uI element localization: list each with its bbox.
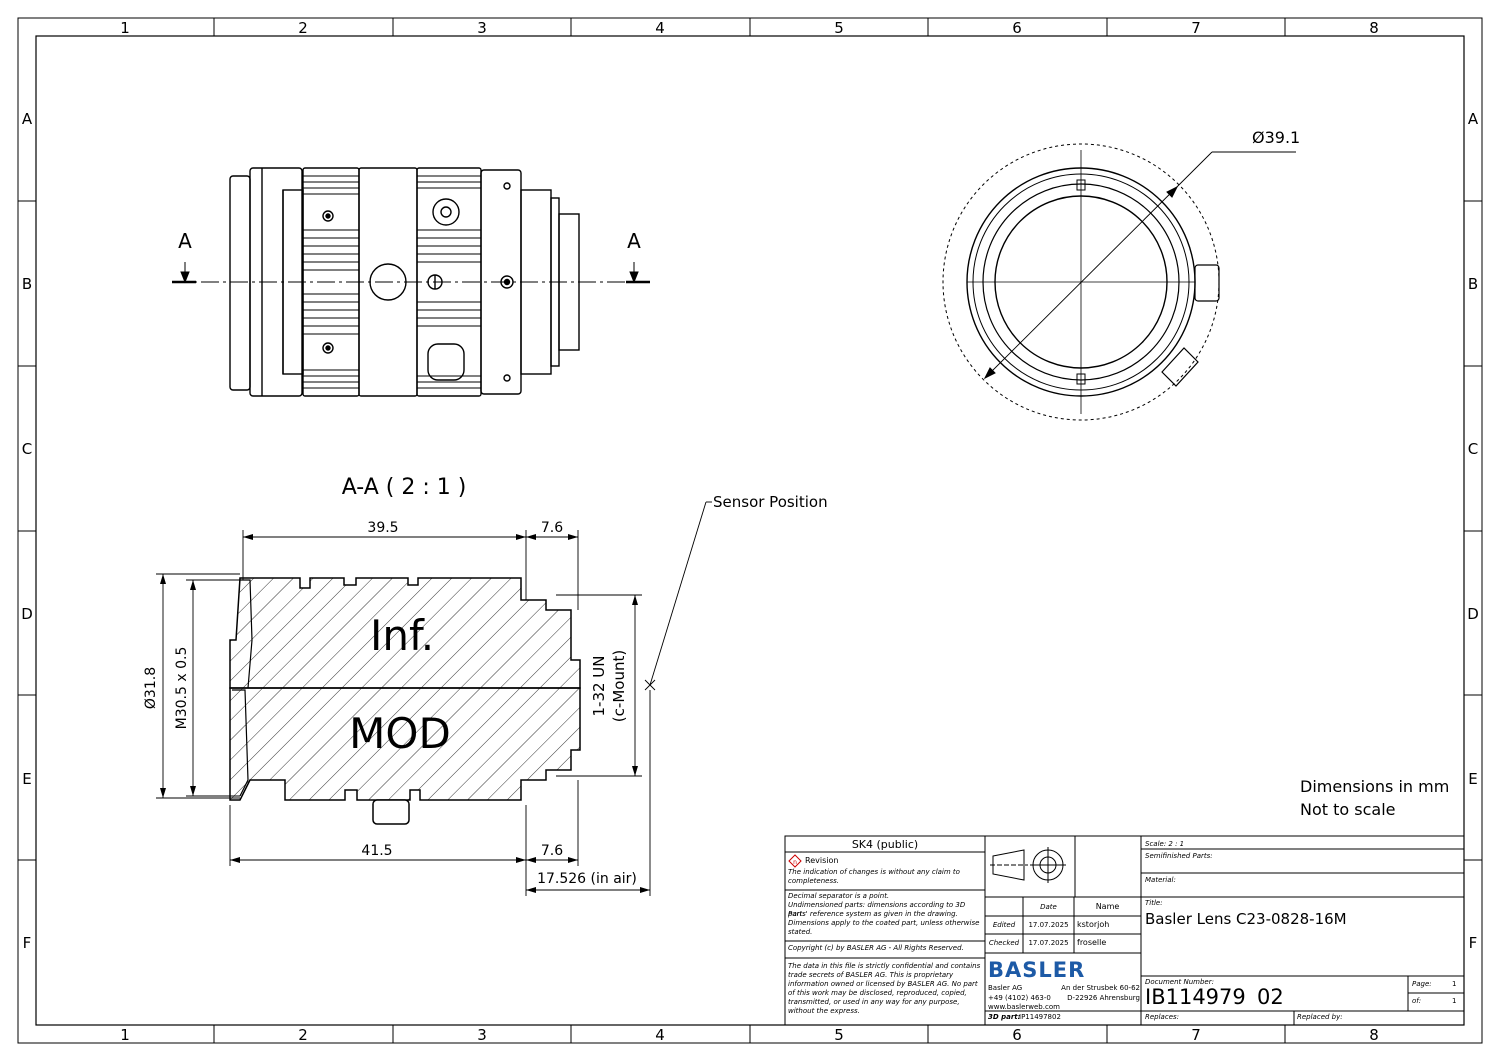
row-label: F xyxy=(1469,934,1478,952)
lens-front-view xyxy=(942,143,1296,421)
dim-flange-focal: 17.526 (in air) xyxy=(537,871,637,887)
row-label: E xyxy=(1468,770,1477,788)
note-units: Dimensions in mm xyxy=(1300,777,1449,796)
column-label: 2 xyxy=(298,19,308,37)
row-label: F xyxy=(23,934,32,952)
dimension-lines xyxy=(156,501,712,896)
revision-note: The indication of changes is without any… xyxy=(788,868,960,885)
page-label: Page: xyxy=(1412,980,1432,988)
row-label: D xyxy=(21,605,33,623)
edited-date: 17.07.2025 xyxy=(1028,921,1069,929)
company-logo: BASLER xyxy=(988,958,1086,982)
column-label: 6 xyxy=(1012,1026,1022,1044)
column-label: 7 xyxy=(1191,1026,1201,1044)
column-label: 6 xyxy=(1012,19,1022,37)
column-label: 7 xyxy=(1191,19,1201,37)
column-label: 4 xyxy=(655,1026,665,1044)
column-label: 8 xyxy=(1369,19,1379,37)
confidential-note: The data in this file is strictly confid… xyxy=(788,962,981,1015)
column-label: 3 xyxy=(477,1026,487,1044)
decimal-note: Decimal separator is a point. xyxy=(788,892,890,900)
row-label: A xyxy=(22,110,33,128)
row-label: A xyxy=(1468,110,1479,128)
projection-symbol-icon xyxy=(990,847,1066,883)
dim-top-flange: 7.6 xyxy=(541,520,563,536)
lens-section-view xyxy=(229,577,581,825)
company-name: Basler AG xyxy=(988,984,1023,992)
material-label: Material: xyxy=(1145,876,1176,884)
section-marker-right: A xyxy=(627,229,641,253)
column-label: 8 xyxy=(1369,1026,1379,1044)
row-label: E xyxy=(22,770,31,788)
replaced-by-label: Replaced by: xyxy=(1297,1013,1343,1021)
name-header: Name xyxy=(1095,902,1120,911)
company-web: www.baslerweb.com xyxy=(988,1003,1060,1011)
reference-note: Parts' reference system as given in the … xyxy=(788,910,958,918)
revision-label: Revision xyxy=(805,856,839,865)
dim-outer-diameter: Ø31.8 xyxy=(143,667,159,709)
coated-note: Dimensions apply to the coated part, unl… xyxy=(788,919,980,936)
row-label: C xyxy=(1468,440,1478,458)
dim-thread: M30.5 x 0.5 xyxy=(174,647,190,730)
column-label: 1 xyxy=(120,19,130,37)
svg-text:n: n xyxy=(793,859,797,866)
classification: SK4 (public) xyxy=(851,838,919,851)
revision-icon: n xyxy=(788,854,802,868)
dim-top-length: 39.5 xyxy=(367,520,398,536)
outer-frame xyxy=(17,17,1483,1044)
semifinished-label: Semifinished Parts: xyxy=(1145,852,1213,860)
copyright: Copyright (c) by BASLER AG - All Rights … xyxy=(788,944,964,952)
section-line xyxy=(172,262,650,284)
dim-mount-line1: 1-32 UN xyxy=(590,655,608,716)
row-label: B xyxy=(1468,275,1478,293)
checked-date: 17.07.2025 xyxy=(1028,939,1069,947)
page-value: 1 xyxy=(1452,980,1457,988)
document-revision: 02 xyxy=(1257,985,1284,1009)
column-label: 4 xyxy=(655,19,665,37)
undim-note: Undimensioned parts: dimensions accordin… xyxy=(788,901,966,918)
row-label: C xyxy=(22,440,32,458)
column-label: 1 xyxy=(120,1026,130,1044)
note-scale: Not to scale xyxy=(1300,800,1396,819)
docnum-label: Document Number: xyxy=(1145,978,1214,986)
column-label: 2 xyxy=(298,1026,308,1044)
focus-position-inf: Inf. xyxy=(370,611,434,660)
edited-name: kstorjoh xyxy=(1077,920,1110,929)
dimension-arrows xyxy=(160,534,650,893)
part-value: IP11497802 xyxy=(1019,1013,1061,1021)
scale: Scale: 2 : 1 xyxy=(1145,840,1185,848)
checked-name: froselle xyxy=(1077,938,1107,947)
part-label: 3D part: xyxy=(988,1013,1021,1021)
replaces-label: Replaces: xyxy=(1145,1013,1180,1021)
document-number: IB114979 xyxy=(1145,985,1246,1009)
section-title: A-A ( 2 : 1 ) xyxy=(342,475,467,500)
row-label: B xyxy=(22,275,32,293)
edited-label: Edited xyxy=(992,921,1016,929)
title-label: Title: xyxy=(1145,899,1163,907)
column-label: 3 xyxy=(477,19,487,37)
title-block-grid xyxy=(784,835,1465,1026)
row-label: D xyxy=(1467,605,1479,623)
company-city: D-22926 Ahrensburg xyxy=(1067,994,1140,1002)
drawing-title: Basler Lens C23-0828-16M xyxy=(1145,910,1347,928)
of-value: 1 xyxy=(1452,997,1457,1005)
column-ticks xyxy=(18,18,1482,1043)
sensor-position-label: Sensor Position xyxy=(713,493,828,511)
checked-label: Checked xyxy=(988,939,1020,947)
section-marker-left: A xyxy=(178,229,192,253)
dim-mount-line2: (c-Mount) xyxy=(610,650,628,722)
company-phone: +49 (4102) 463-0 xyxy=(988,994,1051,1002)
of-label: of: xyxy=(1412,997,1422,1005)
dim-bottom-flange: 7.6 xyxy=(541,843,563,859)
focus-position-mod: MOD xyxy=(349,709,451,758)
dim-bottom-length: 41.5 xyxy=(361,843,392,859)
date-header: Date xyxy=(1040,903,1057,911)
company-street: An der Strusbek 60-62 xyxy=(1061,984,1140,992)
column-label: 5 xyxy=(834,19,844,37)
column-label: 5 xyxy=(834,1026,844,1044)
front-diameter-label: Ø39.1 xyxy=(1252,128,1300,147)
